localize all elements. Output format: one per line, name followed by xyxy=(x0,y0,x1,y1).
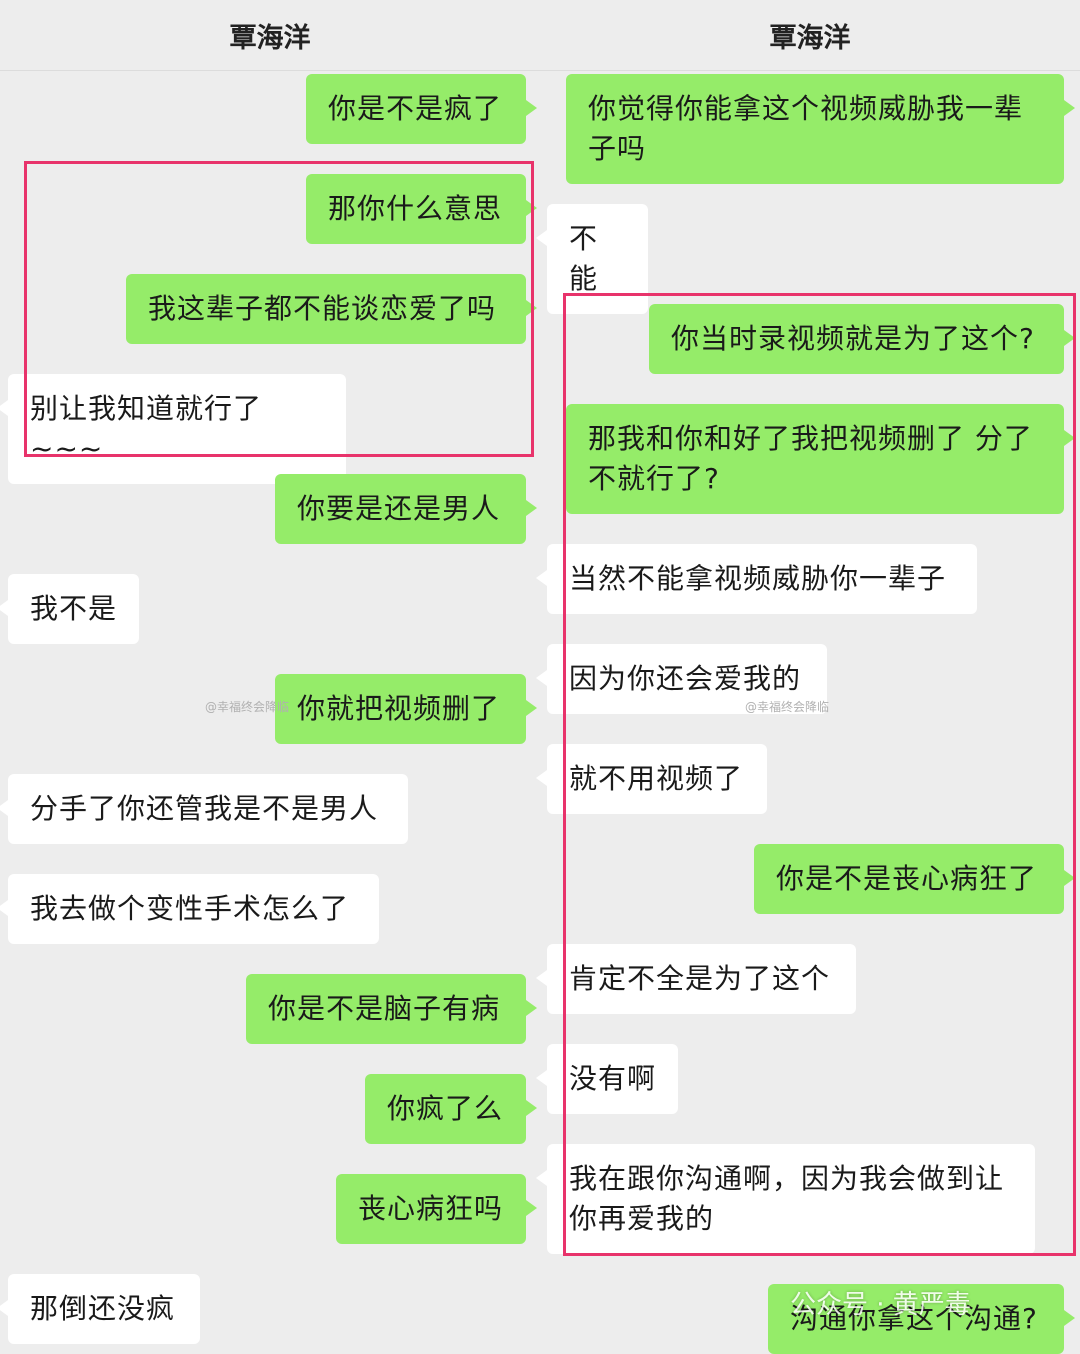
watermark-right: @幸福终会降临 xyxy=(745,700,830,714)
message-bubble-received[interactable]: 那倒还没疯 xyxy=(0,1274,200,1344)
chat-title-left: 覃海洋 xyxy=(229,22,311,54)
message-bubble-sent[interactable]: 我这辈子都不能谈恋爱了吗 xyxy=(126,274,537,344)
message-bubble-sent[interactable]: 丧心病狂吗 xyxy=(336,1174,537,1244)
message-bubble-sent[interactable]: 你要是还是男人 xyxy=(275,474,537,544)
message-bubble-received[interactable]: 因为你还会爱我的 xyxy=(536,644,827,714)
message-bubble-sent[interactable]: 你是不是脑子有病 xyxy=(246,974,537,1044)
message-bubble-received[interactable]: 就不用视频了 xyxy=(536,744,767,814)
message-bubble-received[interactable]: 我在跟你沟通啊，因为我会做到让你再爱我的 xyxy=(536,1144,1035,1254)
chat-title-right: 覃海洋 xyxy=(769,22,851,54)
message-bubble-received[interactable]: 我去做个变性手术怎么了 xyxy=(0,874,379,944)
header-divider xyxy=(0,70,1080,71)
message-bubble-sent[interactable]: 你就把视频删了 xyxy=(275,674,537,744)
message-bubble-sent[interactable]: 你疯了么 xyxy=(365,1074,537,1144)
message-bubble-sent[interactable]: 那我和你和好了我把视频删了 分了不就行了? xyxy=(566,404,1075,514)
message-bubble-received[interactable]: 肯定不全是为了这个 xyxy=(536,944,856,1014)
message-bubble-sent[interactable]: 你是不是丧心病狂了 xyxy=(754,844,1075,914)
message-bubble-received[interactable]: 别让我知道就行了 ~~~ xyxy=(0,374,346,484)
message-bubble-received[interactable]: 没有啊 xyxy=(536,1044,678,1114)
message-bubble-received[interactable]: 我不是 xyxy=(0,574,139,644)
account-watermark: 公众号 · 黄严毒 xyxy=(790,1290,971,1320)
message-bubble-received[interactable]: 分手了你还管我是不是男人 xyxy=(0,774,408,844)
message-bubble-received[interactable]: 当然不能拿视频威胁你一辈子 xyxy=(536,544,977,614)
watermark-left: @幸福终会降临 xyxy=(205,700,290,714)
message-bubble-sent[interactable]: 你当时录视频就是为了这个? xyxy=(649,304,1075,374)
message-bubble-sent[interactable]: 你是不是疯了 xyxy=(306,74,537,144)
message-bubble-received[interactable]: 不能 xyxy=(536,204,648,314)
message-bubble-sent[interactable]: 那你什么意思 xyxy=(306,174,537,244)
message-bubble-sent[interactable]: 沟通你拿这个沟通? xyxy=(768,1284,1075,1354)
message-bubble-sent[interactable]: 你觉得你能拿这个视频威胁我一辈子吗 xyxy=(566,74,1075,184)
